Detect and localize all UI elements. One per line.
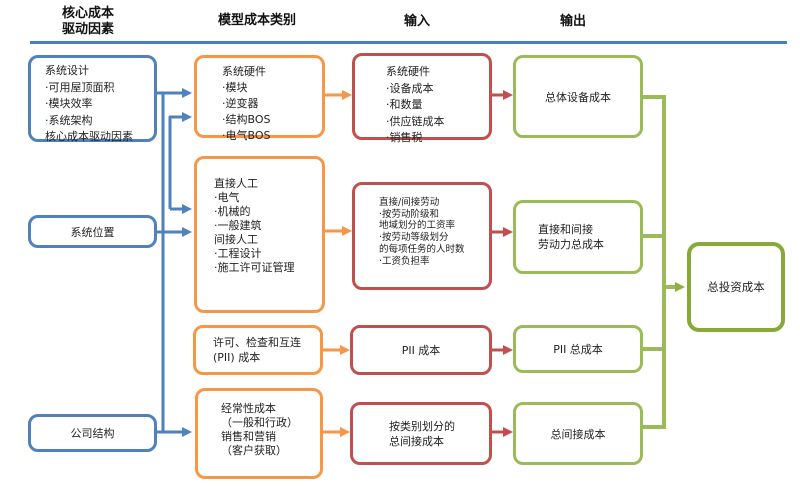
total-investment-cost-box: 总投资成本 (687, 242, 785, 332)
driver-system-design-box: 系统设计 ·可用屋顶面积 ·模块效率 ·系统架构 核心成本驱动因素 (28, 55, 157, 143)
output-total-pii-cost-box: PII 总成本 (513, 325, 643, 373)
column-header-core-cost-drivers: 核心成本 驱动因素 (61, 6, 114, 37)
output-total-labor-cost-box: 直接和间接 劳动力总成本 (513, 200, 643, 274)
driver-company-structure-box: 公司结构 (28, 414, 157, 452)
category-pii-box: 许可、检查和互连 (PII) 成本 (193, 325, 323, 375)
header-divider-rule (30, 41, 787, 44)
column-header-outputs: 输出 (559, 14, 586, 29)
input-labor-box: 直接/间接劳动 ·按劳动阶级和 地域划分的工资率 ·按劳动等级划分 的每项任务的… (352, 182, 492, 290)
category-labor-box: 直接人工 ·电气 ·机械的 ·一般建筑 间接人工 ·工程设计 ·施工许可证管理 (194, 156, 325, 313)
column-header-inputs: 输入 (403, 14, 430, 29)
arrow-branch-to-hardware-category (168, 112, 192, 209)
output-total-indirect-cost-box: 总间接成本 (513, 402, 643, 465)
column-header-model-cost-categories: 模型成本类别 (217, 13, 296, 28)
driver-system-location-box: 系统位置 (28, 215, 157, 248)
input-system-hardware-box: 系统硬件 ·设备成本 ·和数量 ·供应链成本 ·销售税 (352, 53, 492, 144)
output-total-equipment-cost-box: 总体设备成本 (513, 55, 643, 138)
input-indirect-box: 按类别划分的 总间接成本 (350, 402, 492, 465)
category-system-hardware-box: 系统硬件 ·模块 ·逆变器 ·结构BOS ·电气BOS (194, 55, 325, 142)
input-pii-box: PII 成本 (350, 325, 492, 375)
category-recurring-box: 经常性成本 （一般和行政） 销售和营销 （客户获取） (195, 388, 323, 479)
